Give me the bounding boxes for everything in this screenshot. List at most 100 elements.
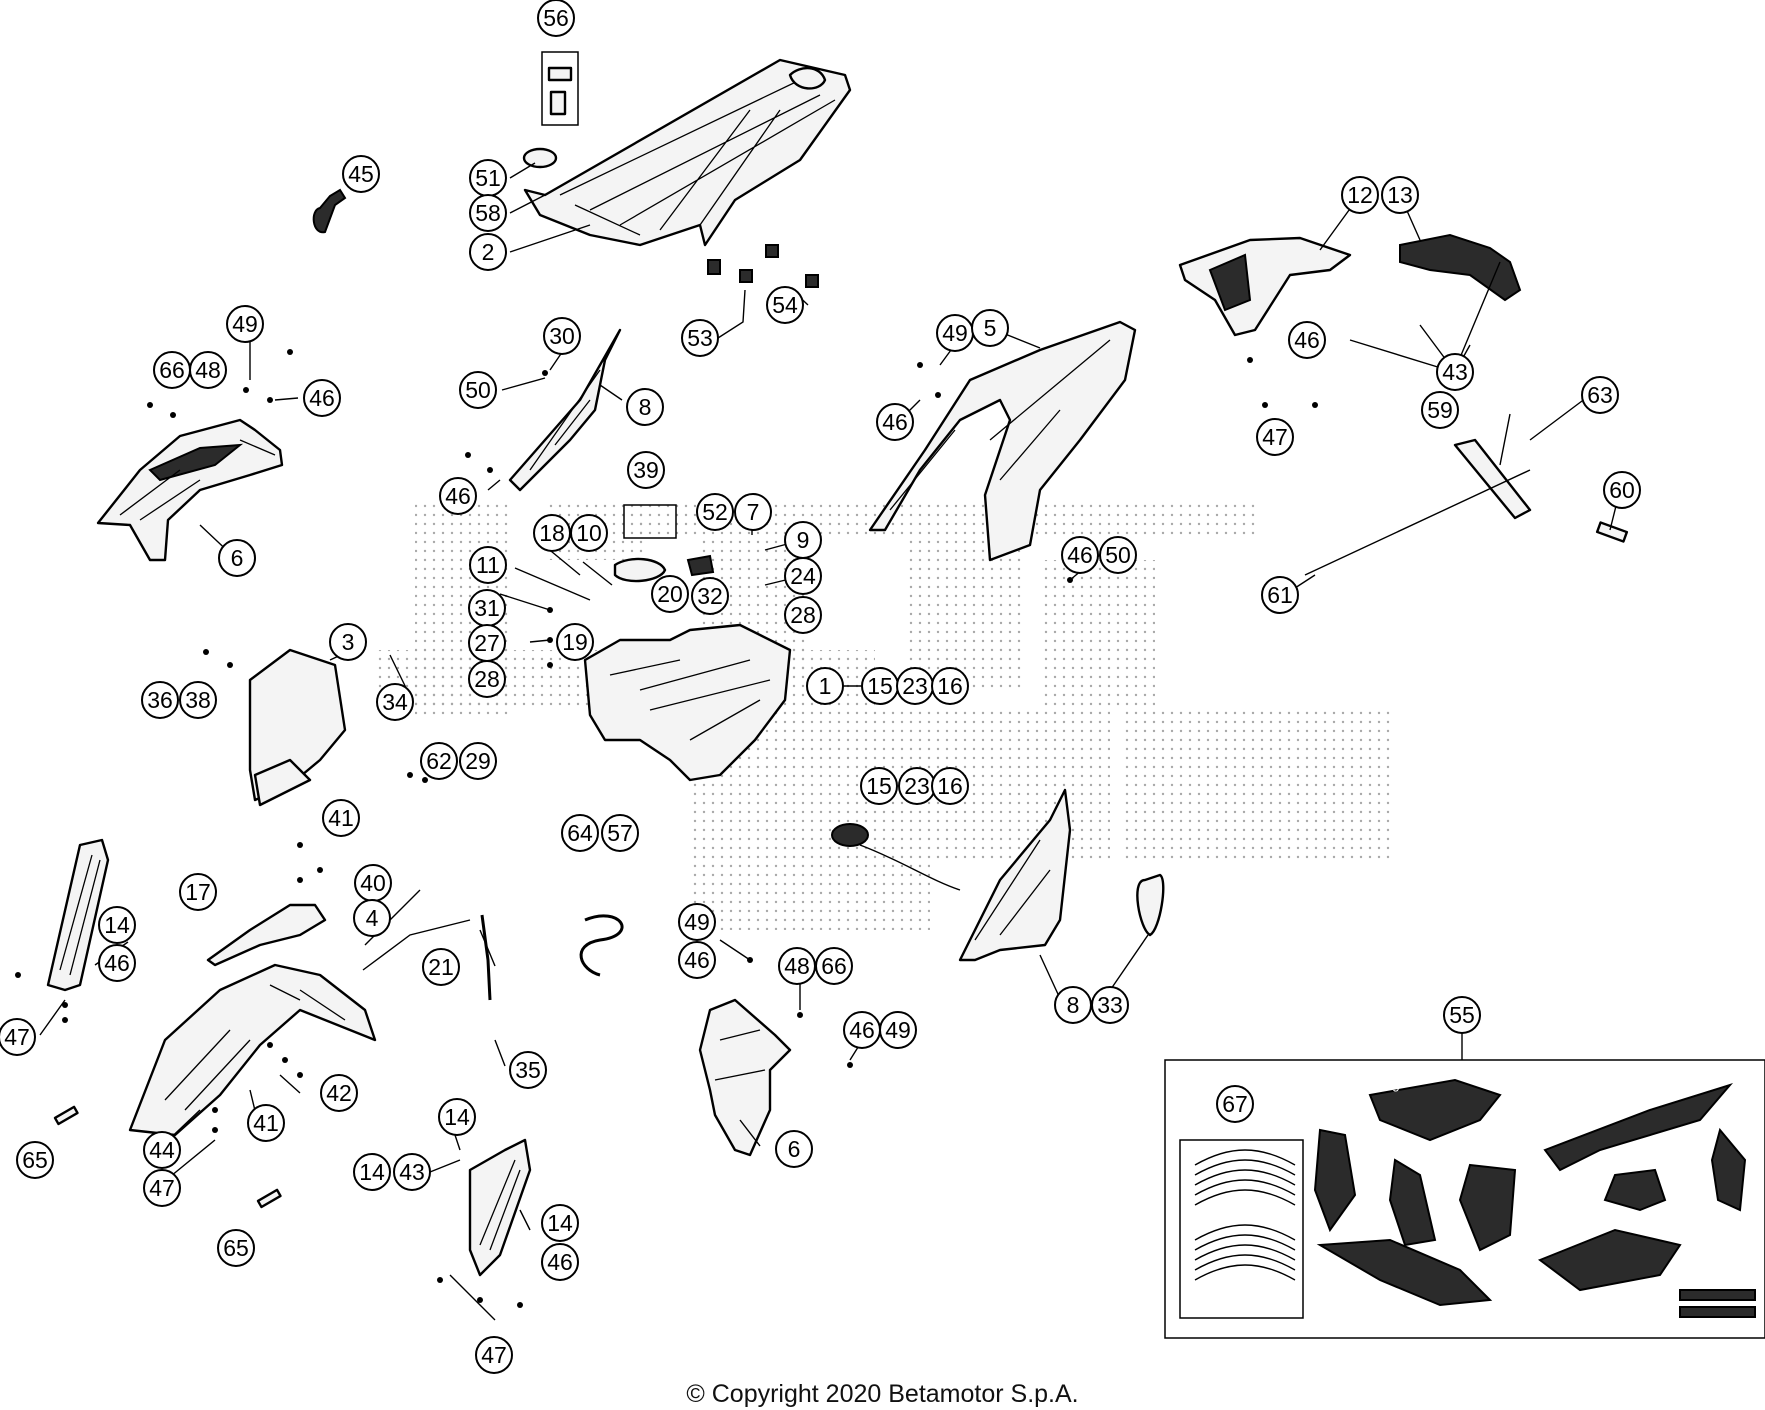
callout-number: 47 — [481, 1342, 507, 1368]
callout-50: 50 — [459, 371, 497, 409]
callout-52: 52 — [696, 493, 734, 531]
callout-number: 64 — [567, 820, 593, 846]
callout-number: 45 — [348, 161, 374, 187]
callout-number: 42 — [326, 1080, 352, 1106]
callout-number: 6 — [231, 545, 244, 571]
callout-number: 46 — [1294, 327, 1320, 353]
fuel-line — [480, 914, 492, 1001]
callout-30: 30 — [543, 317, 581, 355]
callout-16: 16 — [931, 667, 969, 705]
callout-2: 2 — [469, 233, 507, 271]
rear-fender — [868, 320, 1137, 562]
callout-number: 32 — [697, 583, 723, 609]
callout-number: 47 — [1262, 424, 1288, 450]
callout-number: 58 — [475, 200, 501, 226]
callout-63: 63 — [1581, 376, 1619, 414]
callout-number: 12 — [1347, 182, 1373, 208]
callout-45: 45 — [342, 155, 380, 193]
callout-number: 46 — [1067, 542, 1093, 568]
callout-62: 62 — [420, 742, 458, 780]
callout-number: 17 — [185, 879, 211, 905]
callout-number: 40 — [360, 870, 386, 896]
rim-strips — [1194, 1149, 1296, 1281]
callout-number: 3 — [342, 629, 355, 655]
callout-21: 21 — [422, 948, 460, 986]
callout-12: 12 — [1341, 176, 1379, 214]
callout-49: 49 — [678, 903, 716, 941]
callout-23: 23 — [896, 667, 934, 705]
callout-number: 15 — [867, 673, 893, 699]
callout-number: 2 — [482, 239, 495, 265]
callout-number: 18 — [539, 520, 565, 546]
callout-number: 24 — [790, 563, 816, 589]
callout-number: 14 — [547, 1210, 573, 1236]
callout-number: 23 — [902, 673, 928, 699]
callout-47: 47 — [475, 1336, 513, 1374]
callout-38: 38 — [179, 681, 217, 719]
callout-47: 47 — [1256, 418, 1294, 456]
callout-1: 1 — [806, 667, 844, 705]
license-plate-support — [1304, 438, 1629, 576]
air-filter-strap — [1136, 873, 1165, 937]
callout-48: 48 — [778, 947, 816, 985]
callout-6: 6 — [775, 1130, 813, 1168]
copyright-notice: © Copyright 2020 Betamotor S.p.A. — [686, 1380, 1079, 1408]
seat-hardware — [522, 51, 819, 288]
callout-46: 46 — [98, 944, 136, 982]
callout-33: 33 — [1091, 986, 1129, 1024]
callout-number: 36 — [147, 687, 173, 713]
fork-guard-right — [468, 1138, 532, 1277]
callout-number: 55 — [1449, 1002, 1475, 1028]
callout-number: 14 — [104, 912, 130, 938]
callout-29: 29 — [459, 742, 497, 780]
callout-65: 65 — [16, 1141, 54, 1179]
callout-43: 43 — [1436, 353, 1474, 391]
callout-number: 11 — [476, 552, 500, 578]
headlight-mask — [206, 903, 327, 967]
callout-6: 6 — [218, 539, 256, 577]
callout-number: 13 — [1387, 182, 1413, 208]
watermark — [375, 500, 1390, 930]
callout-15: 15 — [860, 767, 898, 805]
callout-46: 46 — [1061, 536, 1099, 574]
callout-14: 14 — [541, 1204, 579, 1242]
callout-number: 28 — [474, 666, 500, 692]
callout-16: 16 — [931, 767, 969, 805]
callout-number: 16 — [937, 673, 963, 699]
callout-51: 51 — [469, 159, 507, 197]
callout-53: 53 — [681, 319, 719, 357]
hardware-dots — [15, 349, 1318, 1308]
decal-text: racing — [1365, 1077, 1401, 1092]
callout-number: 65 — [22, 1147, 48, 1173]
callout-39: 39 — [627, 451, 665, 489]
callout-number: 19 — [562, 629, 588, 655]
callout-number: 43 — [1442, 359, 1468, 385]
callout-32: 32 — [691, 577, 729, 615]
callout-number: 54 — [772, 292, 798, 318]
callout-number: 52 — [702, 499, 728, 525]
callout-number: 1 — [819, 673, 832, 699]
callout-number: 4 — [366, 905, 379, 931]
callout-number: 10 — [576, 520, 602, 546]
callout-34: 34 — [376, 683, 414, 721]
callout-number: 48 — [195, 357, 221, 383]
callout-10: 10 — [570, 514, 608, 552]
callout-55: 55 — [1443, 996, 1481, 1034]
callout-number: 29 — [465, 748, 491, 774]
callout-15: 15 — [861, 667, 899, 705]
callout-24: 24 — [784, 557, 822, 595]
callout-41: 41 — [322, 799, 360, 837]
callout-50: 50 — [1099, 536, 1137, 574]
callout-28: 28 — [468, 660, 506, 698]
callout-46: 46 — [1288, 321, 1326, 359]
callout-number: 59 — [1427, 397, 1453, 423]
callout-number: 47 — [4, 1024, 30, 1050]
callout-number: 66 — [159, 357, 185, 383]
callout-number: 38 — [185, 687, 211, 713]
breather-hose — [859, 844, 961, 891]
callout-number: 67 — [1222, 1091, 1248, 1117]
front-number-plate — [248, 648, 347, 807]
callout-number: 46 — [684, 947, 710, 973]
callout-58: 58 — [469, 194, 507, 232]
callout-number: 39 — [633, 457, 659, 483]
